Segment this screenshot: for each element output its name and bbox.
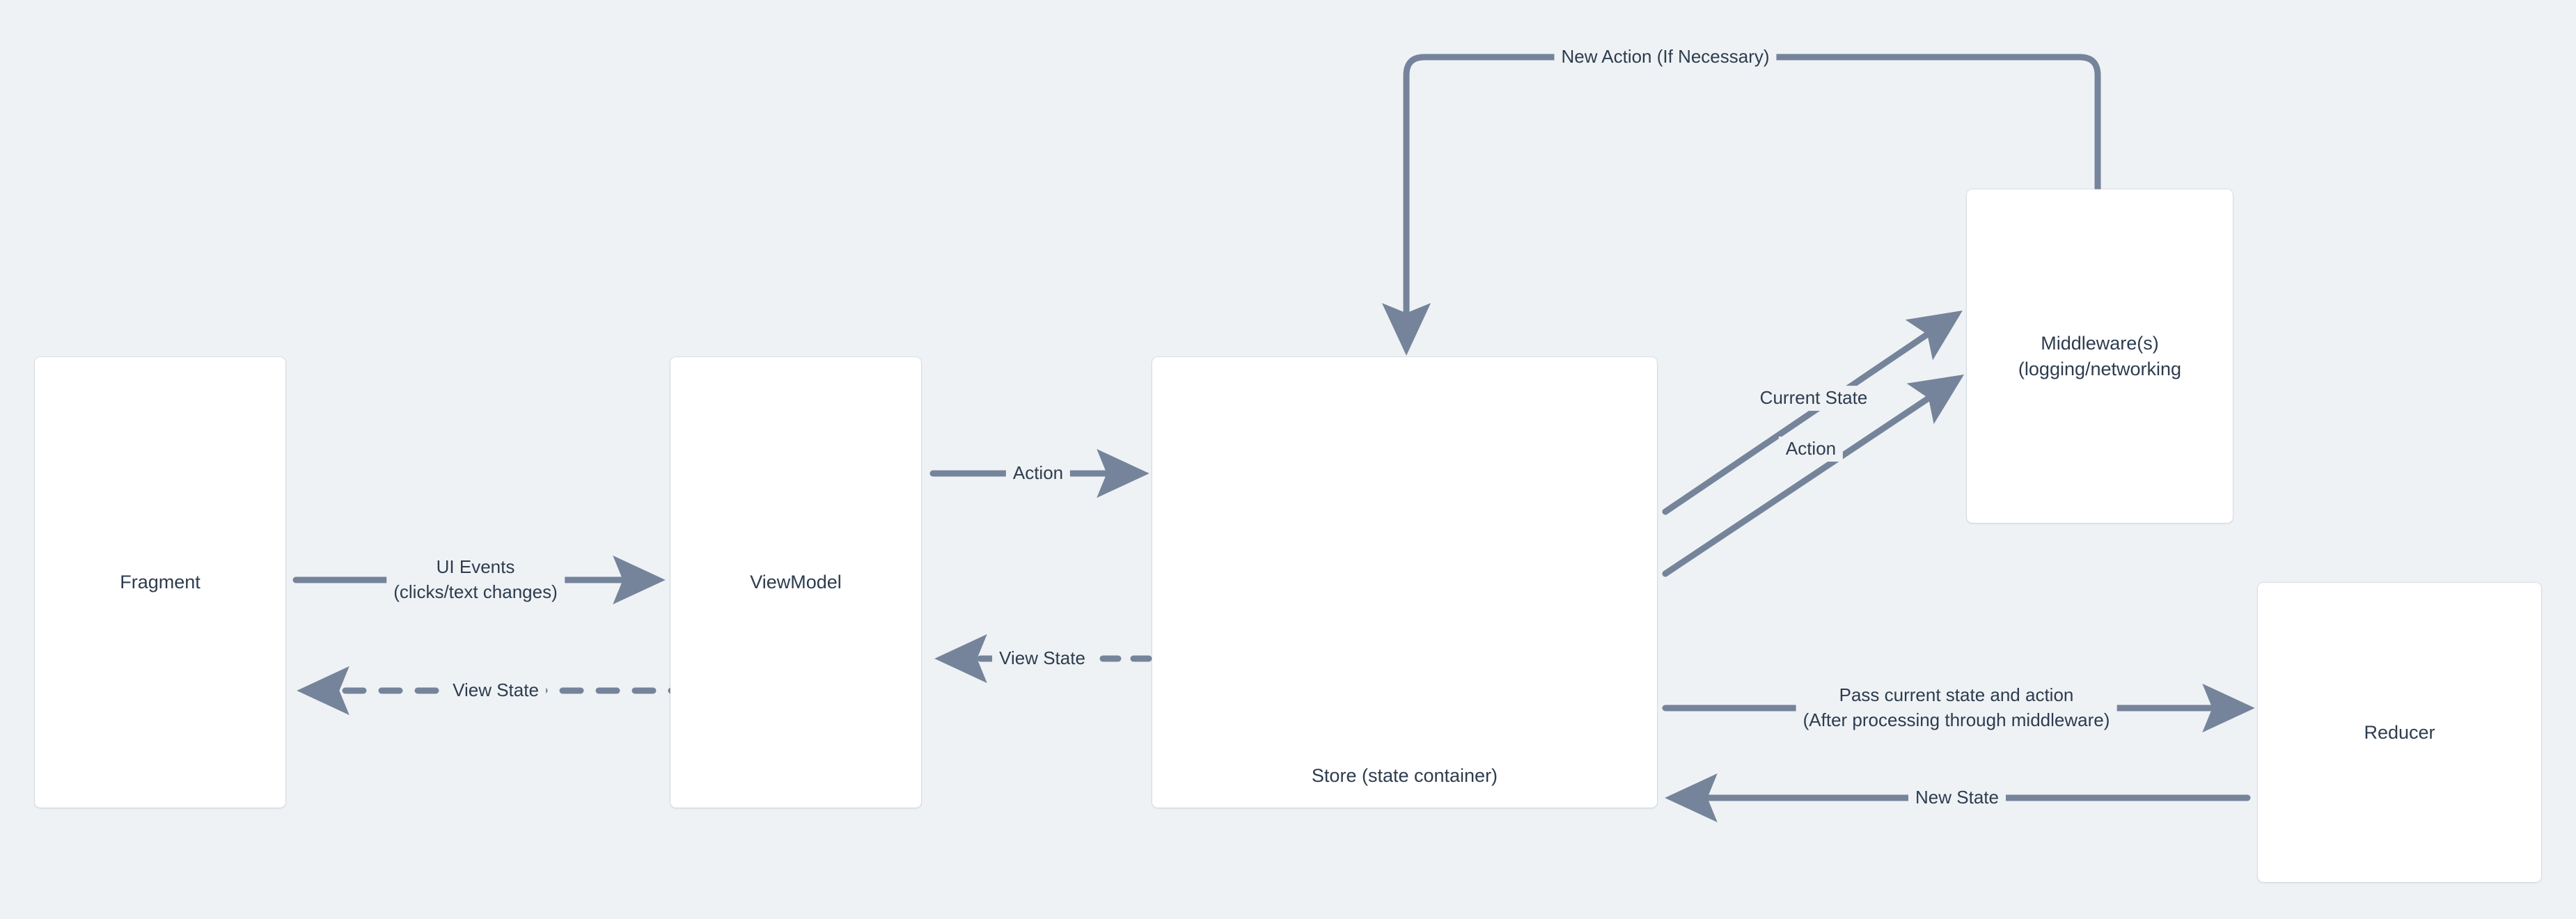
edge-store-to-middleware-state bbox=[1662, 310, 1963, 515]
node-store[interactable]: Store (state container) bbox=[1152, 357, 1657, 808]
node-middleware-label: Middleware(s) (logging/networking bbox=[2018, 333, 2182, 379]
edge-label-action-store: Action bbox=[1005, 461, 1071, 486]
node-store-label: Store (state container) bbox=[1311, 764, 1498, 786]
node-fragment-label: Fragment bbox=[120, 572, 201, 593]
edge-label-pass-current-state: Pass current state and action (After pro… bbox=[1796, 683, 2117, 733]
node-reducer-label: Reducer bbox=[2364, 721, 2435, 743]
edge-label-current-state: Current State bbox=[1752, 386, 1875, 411]
node-viewmodel-label: ViewModel bbox=[750, 572, 842, 593]
edge-label-view-state-fragment: View State bbox=[446, 678, 546, 703]
edge-label-action-middleware: Action bbox=[1778, 437, 1844, 462]
edge-label-new-state: New State bbox=[1908, 785, 2006, 810]
edge-label-new-action: New Action (If Necessary) bbox=[1554, 45, 1777, 70]
node-middleware[interactable]: Middleware(s) (logging/networking bbox=[1967, 189, 2233, 523]
node-fragment[interactable]: Fragment bbox=[35, 357, 285, 808]
node-viewmodel[interactable]: ViewModel bbox=[670, 357, 921, 808]
edge-label-ui-events: UI Events (clicks/text changes) bbox=[386, 555, 565, 605]
node-reducer[interactable]: Reducer bbox=[2258, 583, 2541, 882]
edge-label-view-state-viewmodel: View State bbox=[992, 646, 1092, 671]
